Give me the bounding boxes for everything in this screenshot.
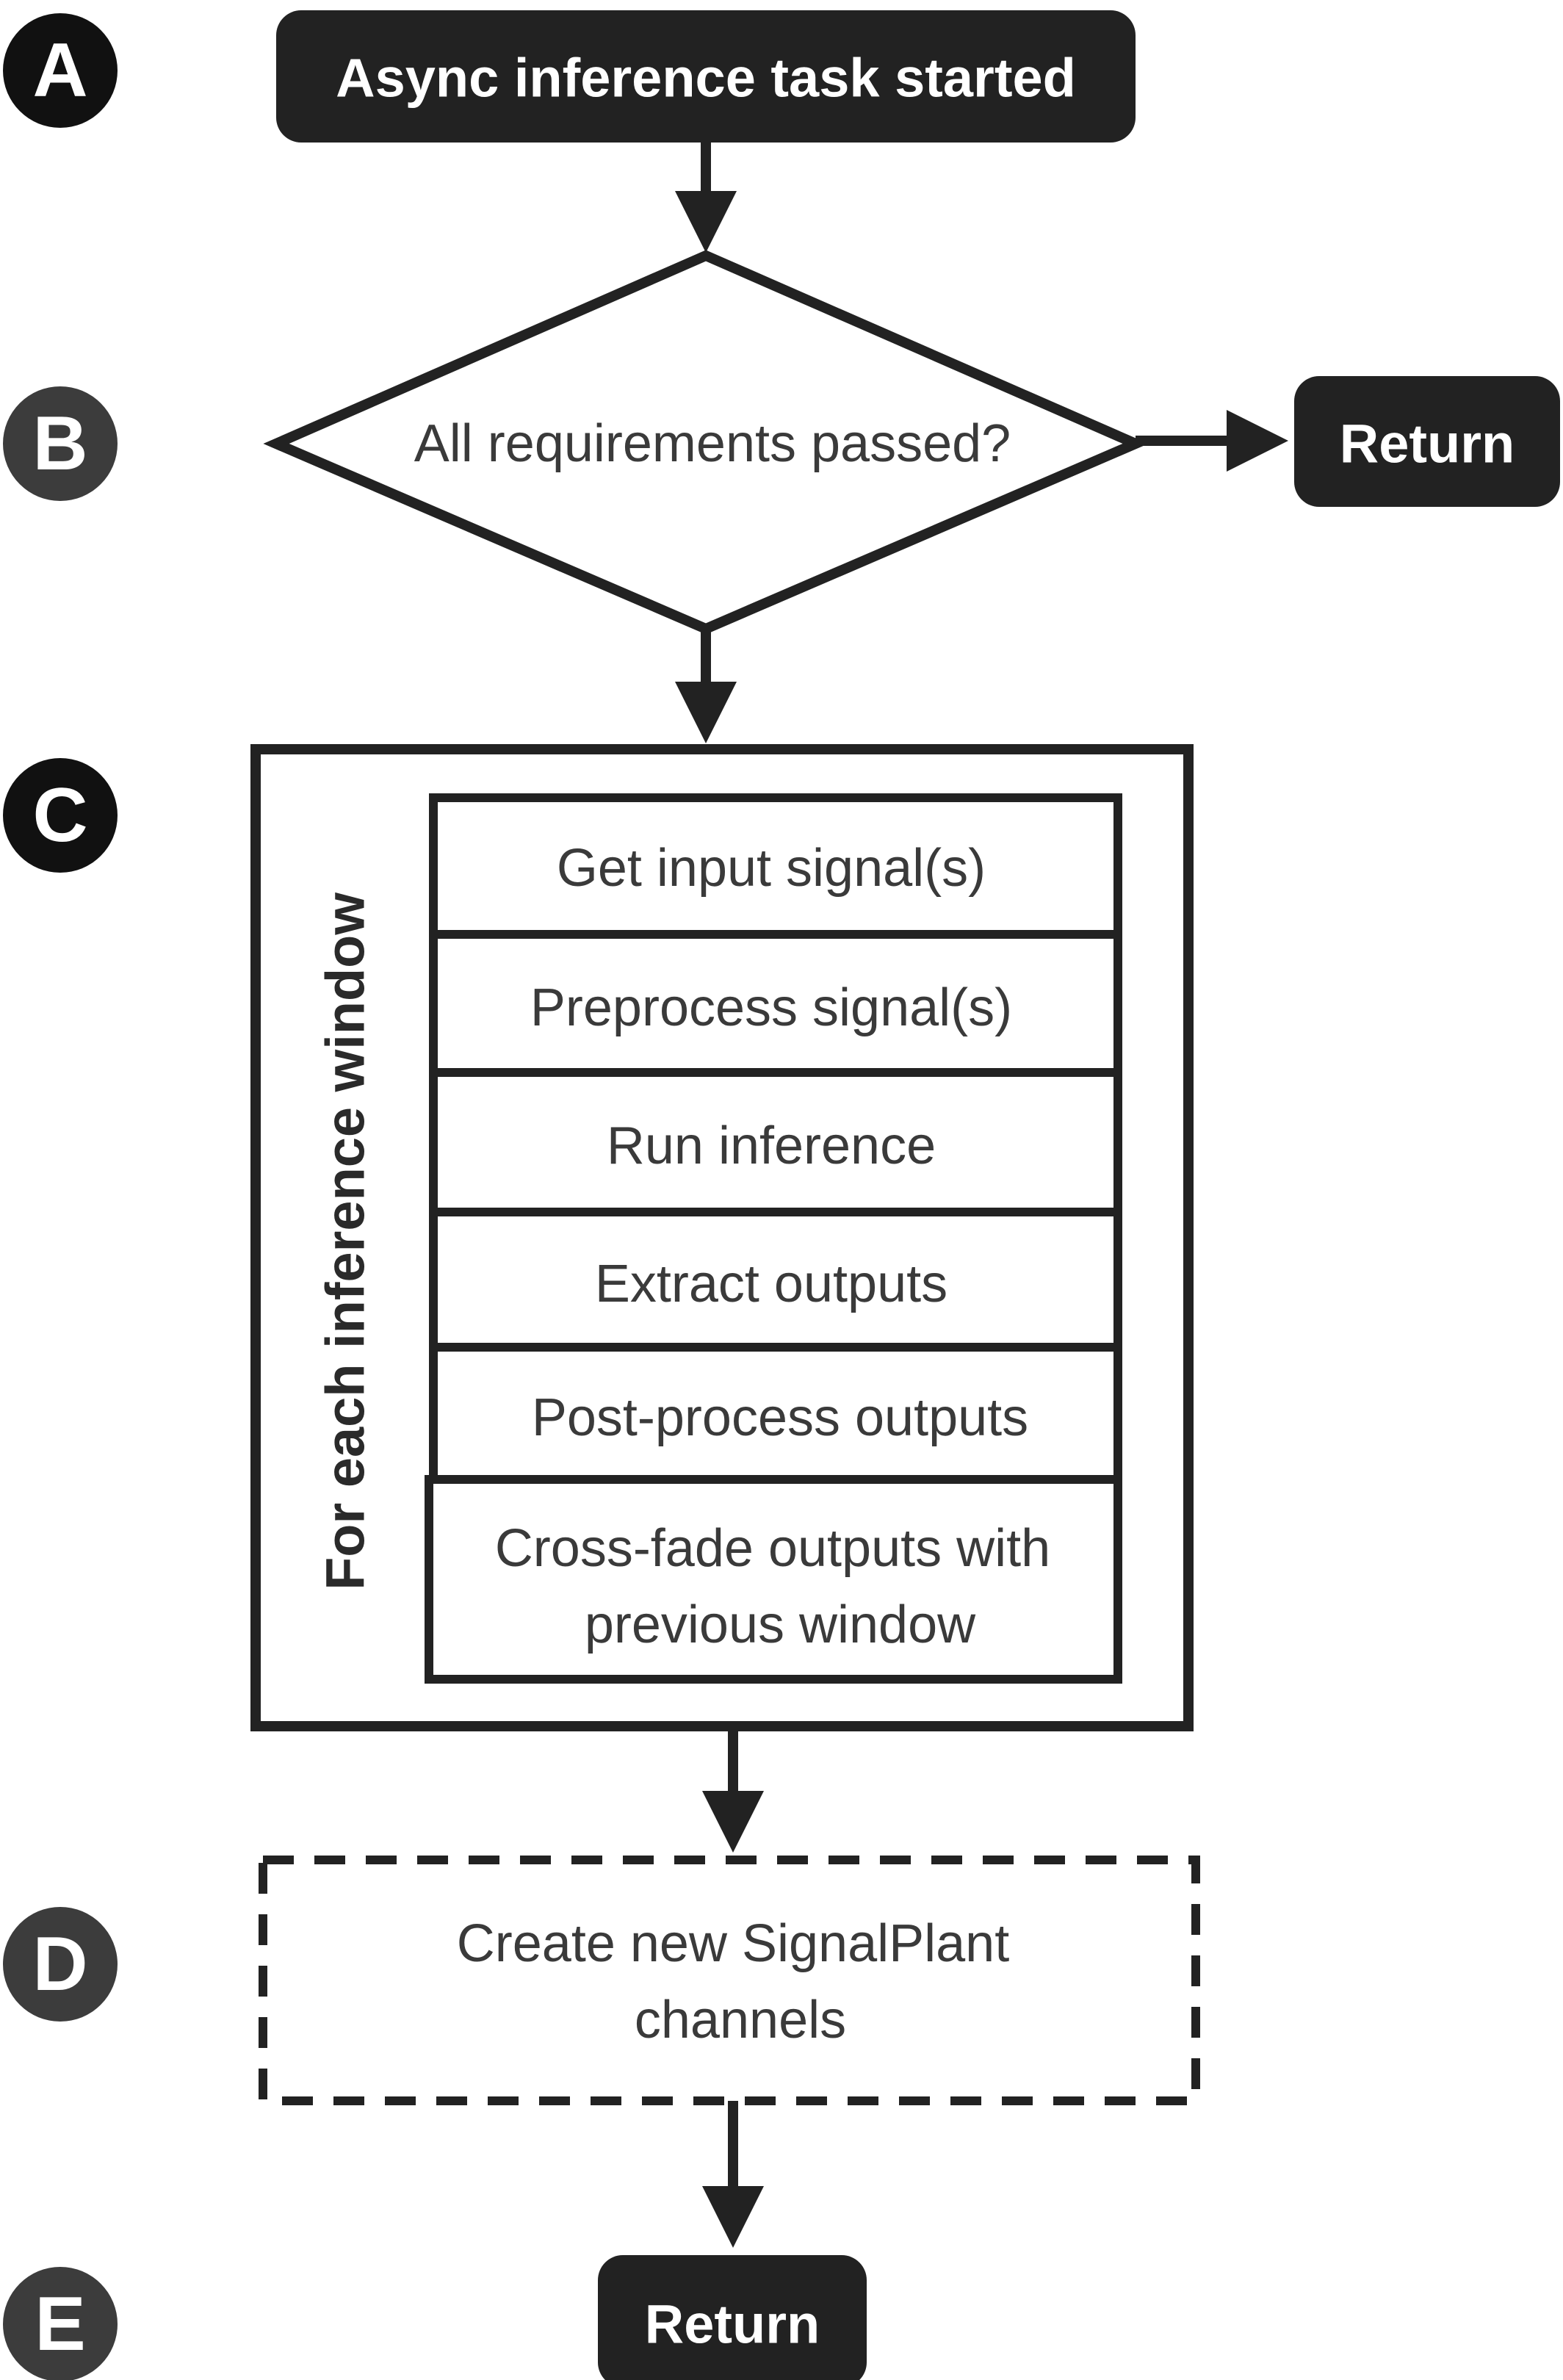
return-final-label: Return — [645, 2294, 820, 2355]
loop-container: For each inference window Get input sign… — [250, 744, 1194, 1731]
create-channels-line1: Create new SignalPlant — [457, 1914, 1009, 1973]
task-cross-fade-line2: previous window — [585, 1595, 976, 1654]
start-node-label: Async inference task started — [336, 48, 1076, 109]
step-marker-e: E — [3, 2267, 118, 2380]
step-letter-c: C — [32, 773, 87, 858]
step-letter-a: A — [32, 28, 87, 113]
step-letter-d: D — [32, 1922, 87, 2007]
return-final-node: Return — [598, 2255, 867, 2380]
decision-label: All requirements passed? — [414, 414, 1011, 473]
step-letter-e: E — [35, 2282, 85, 2367]
step-marker-b: B — [3, 386, 118, 501]
task-box-post-process — [429, 1343, 1122, 1484]
task-extract-label: Extract outputs — [595, 1255, 947, 1313]
return-early-node: Return — [1294, 376, 1560, 507]
create-channels-line2: channels — [635, 1991, 846, 2049]
start-node: Async inference task started — [276, 10, 1136, 143]
task-run-inference-label: Run inference — [607, 1117, 936, 1175]
task-get-input-label: Get input signal(s) — [557, 839, 986, 898]
return-early-label: Return — [1340, 414, 1515, 475]
task-box-run-inference — [429, 1068, 1122, 1216]
task-box-cross-fade — [425, 1475, 1122, 1684]
step-marker-c: C — [3, 758, 118, 873]
create-channels-node: Create new SignalPlant channels — [259, 1856, 1200, 2105]
decision-node: All requirements passed? — [263, 250, 1149, 635]
task-box-get-input — [429, 793, 1122, 939]
step-marker-a: A — [3, 13, 118, 128]
task-preprocess-label: Preprocess signal(s) — [530, 978, 1012, 1037]
task-box-extract — [429, 1208, 1122, 1352]
step-marker-d: D — [3, 1907, 118, 2022]
task-cross-fade-line1: Cross-fade outputs with — [495, 1519, 1050, 1578]
loop-title: For each inference window — [315, 892, 376, 1590]
step-letter-b: B — [32, 401, 87, 486]
task-post-process-label: Post-process outputs — [532, 1388, 1028, 1447]
